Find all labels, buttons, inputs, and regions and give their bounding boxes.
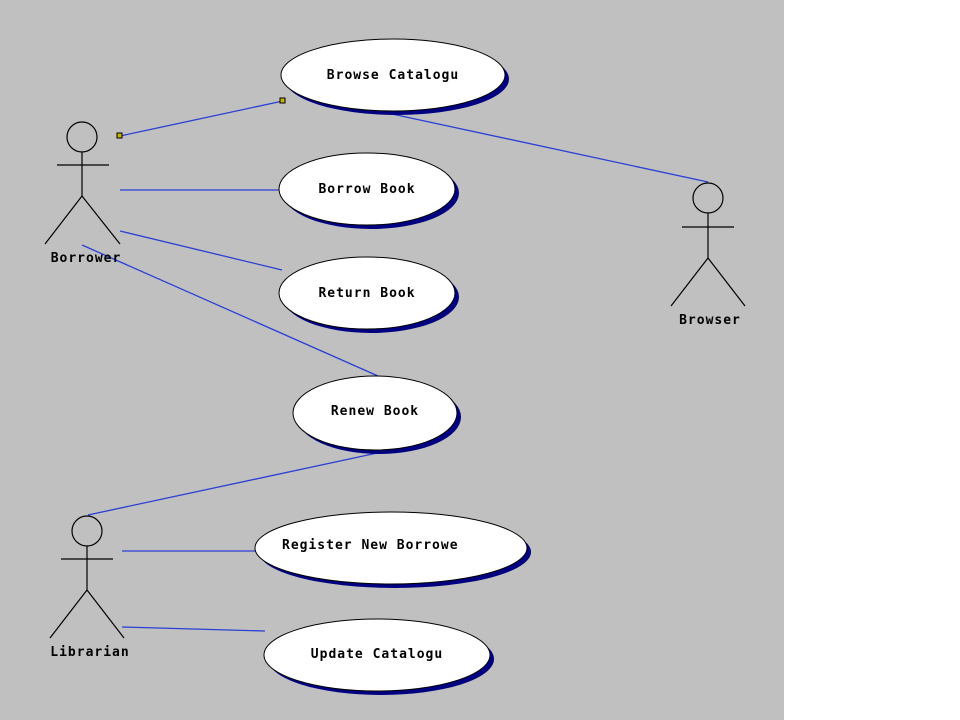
actor-label-librarian: Librarian bbox=[50, 645, 129, 660]
association-borrower-return-book[interactable] bbox=[119, 230, 283, 271]
associations bbox=[81, 100, 709, 632]
association-librarian-renew-book[interactable] bbox=[87, 451, 383, 516]
association-librarian-update-catalogue[interactable] bbox=[121, 626, 266, 632]
use-case-borrow-book[interactable]: Borrow Book bbox=[278, 152, 459, 229]
actor-left-leg bbox=[49, 589, 88, 639]
use-case-label: Register New Borrowe bbox=[282, 538, 459, 553]
actor-label-browser: Browser bbox=[679, 313, 741, 328]
diagram-canvas bbox=[0, 0, 784, 720]
actor-borrower[interactable] bbox=[44, 121, 121, 245]
use-case-label: Browse Catalogu bbox=[327, 68, 459, 83]
actor-browser[interactable] bbox=[670, 182, 746, 307]
selection-handle[interactable] bbox=[116, 132, 123, 139]
actor-right-leg bbox=[86, 589, 125, 639]
use-case-renew-book[interactable]: Renew Book bbox=[292, 375, 461, 454]
use-case-update-catalogue[interactable]: Update Catalogu bbox=[263, 618, 494, 695]
use-case-browse-catalogue[interactable]: Browse Catalogu bbox=[280, 38, 509, 115]
use-case-label: Borrow Book bbox=[318, 182, 415, 197]
actor-left-leg bbox=[670, 257, 709, 307]
use-case-return-book[interactable]: Return Book bbox=[278, 256, 459, 333]
use-case-register-new-borrower[interactable]: Register New Borrowe bbox=[254, 511, 531, 588]
actor-label-borrower: Borrower bbox=[51, 251, 122, 266]
association-borrower-renew-book[interactable] bbox=[81, 244, 379, 377]
association-borrower-browse-catalogue[interactable] bbox=[119, 100, 284, 137]
use-case-label: Return Book bbox=[318, 286, 415, 301]
actor-right-leg bbox=[707, 257, 746, 307]
actor-librarian[interactable] bbox=[49, 515, 125, 639]
actor-left-leg bbox=[44, 195, 83, 245]
use-case-label: Renew Book bbox=[331, 404, 419, 419]
use-case-label: Update Catalogu bbox=[311, 647, 443, 662]
selection-handle[interactable] bbox=[279, 97, 286, 104]
association-browse-catalogue-browser[interactable] bbox=[391, 113, 709, 183]
actor-right-leg bbox=[81, 195, 121, 245]
